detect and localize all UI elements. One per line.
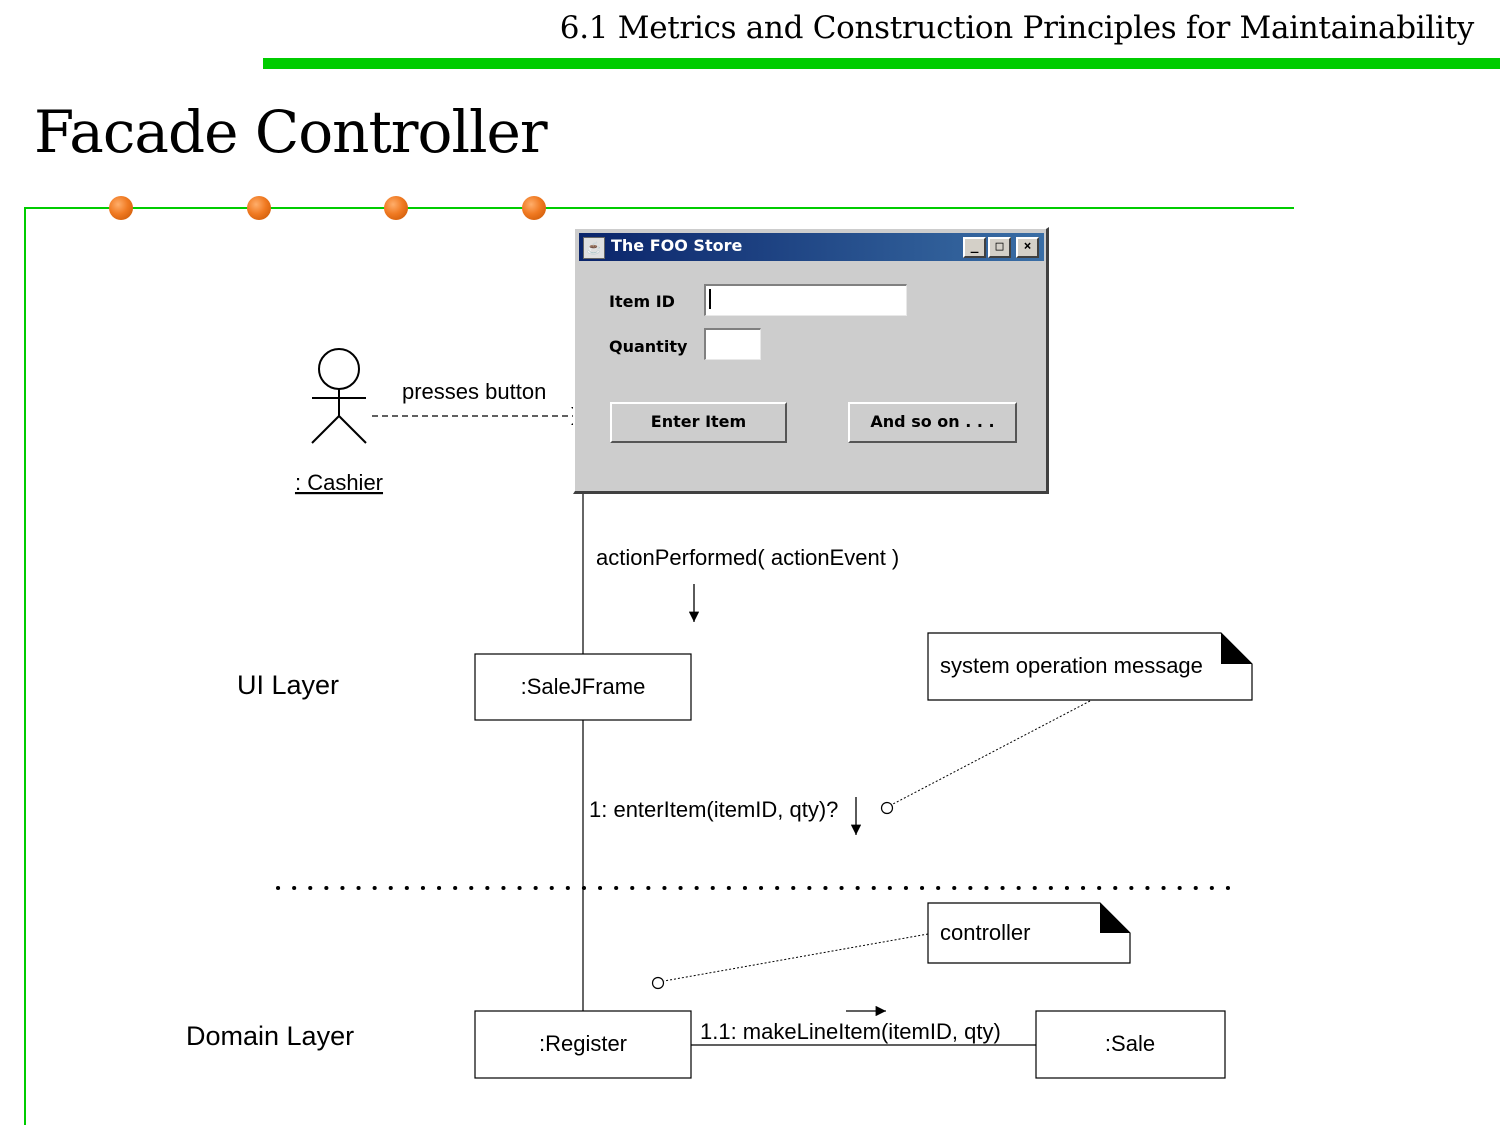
controller-note-anchor xyxy=(651,976,665,990)
quantity-input[interactable] xyxy=(704,328,761,360)
controller-note xyxy=(927,902,1131,964)
ui-layer-label: UI Layer xyxy=(237,670,339,700)
system-note-anchor xyxy=(880,801,894,815)
cashier-label: : Cashier xyxy=(295,470,383,495)
sale-box xyxy=(1035,1010,1226,1079)
system-operation-note xyxy=(927,632,1253,701)
controller-note-connector xyxy=(663,933,929,982)
system-operation-note-text: system operation message xyxy=(940,653,1203,678)
header-bar xyxy=(263,58,1500,69)
minimize-icon[interactable]: _ xyxy=(963,237,986,258)
item-id-label: Item ID xyxy=(609,292,675,311)
salejframe-box xyxy=(474,653,692,721)
maximize-icon[interactable]: □ xyxy=(988,237,1011,258)
section-title: 6.1 Metrics and Construction Principles … xyxy=(559,10,1475,46)
item-id-input[interactable] xyxy=(704,284,907,316)
slide-title: Facade Controller xyxy=(34,98,548,166)
system-note-connector xyxy=(892,700,1091,805)
quantity-label: Quantity xyxy=(609,337,688,356)
domain-layer-label: Domain Layer xyxy=(186,1021,354,1051)
sale-label: :Sale xyxy=(1105,1031,1155,1056)
action-performed-label: actionPerformed( actionEvent ) xyxy=(596,545,899,570)
window-title: The FOO Store xyxy=(611,236,743,255)
register-box xyxy=(474,1010,692,1079)
register-label: :Register xyxy=(539,1031,627,1056)
bullet-dot xyxy=(247,196,271,220)
and-so-on-button[interactable]: And so on . . . xyxy=(848,402,1017,443)
close-icon[interactable]: × xyxy=(1016,237,1039,258)
bullet-dot xyxy=(384,196,408,220)
enter-item-message: 1: enterItem(itemID, qty)? xyxy=(589,797,838,822)
text-caret xyxy=(709,289,711,309)
frame-top-line xyxy=(24,207,1294,209)
salejframe-label: :SaleJFrame xyxy=(521,674,646,699)
bullet-dot xyxy=(109,196,133,220)
frame-left-line xyxy=(24,207,26,1125)
window-titlebar[interactable]: ☕ The FOO Store _ □ × xyxy=(579,233,1044,261)
foo-store-window: ☕ The FOO Store _ □ × Item ID Quantity E… xyxy=(573,227,1049,494)
presses-button-label: presses button xyxy=(402,379,546,404)
controller-note-text: controller xyxy=(940,920,1030,945)
bullet-dot xyxy=(522,196,546,220)
enter-item-button[interactable]: Enter Item xyxy=(610,402,787,443)
cashier-actor xyxy=(311,348,367,444)
make-line-item-message: 1.1: makeLineItem(itemID, qty) xyxy=(700,1019,1001,1044)
app-icon: ☕ xyxy=(583,237,605,259)
